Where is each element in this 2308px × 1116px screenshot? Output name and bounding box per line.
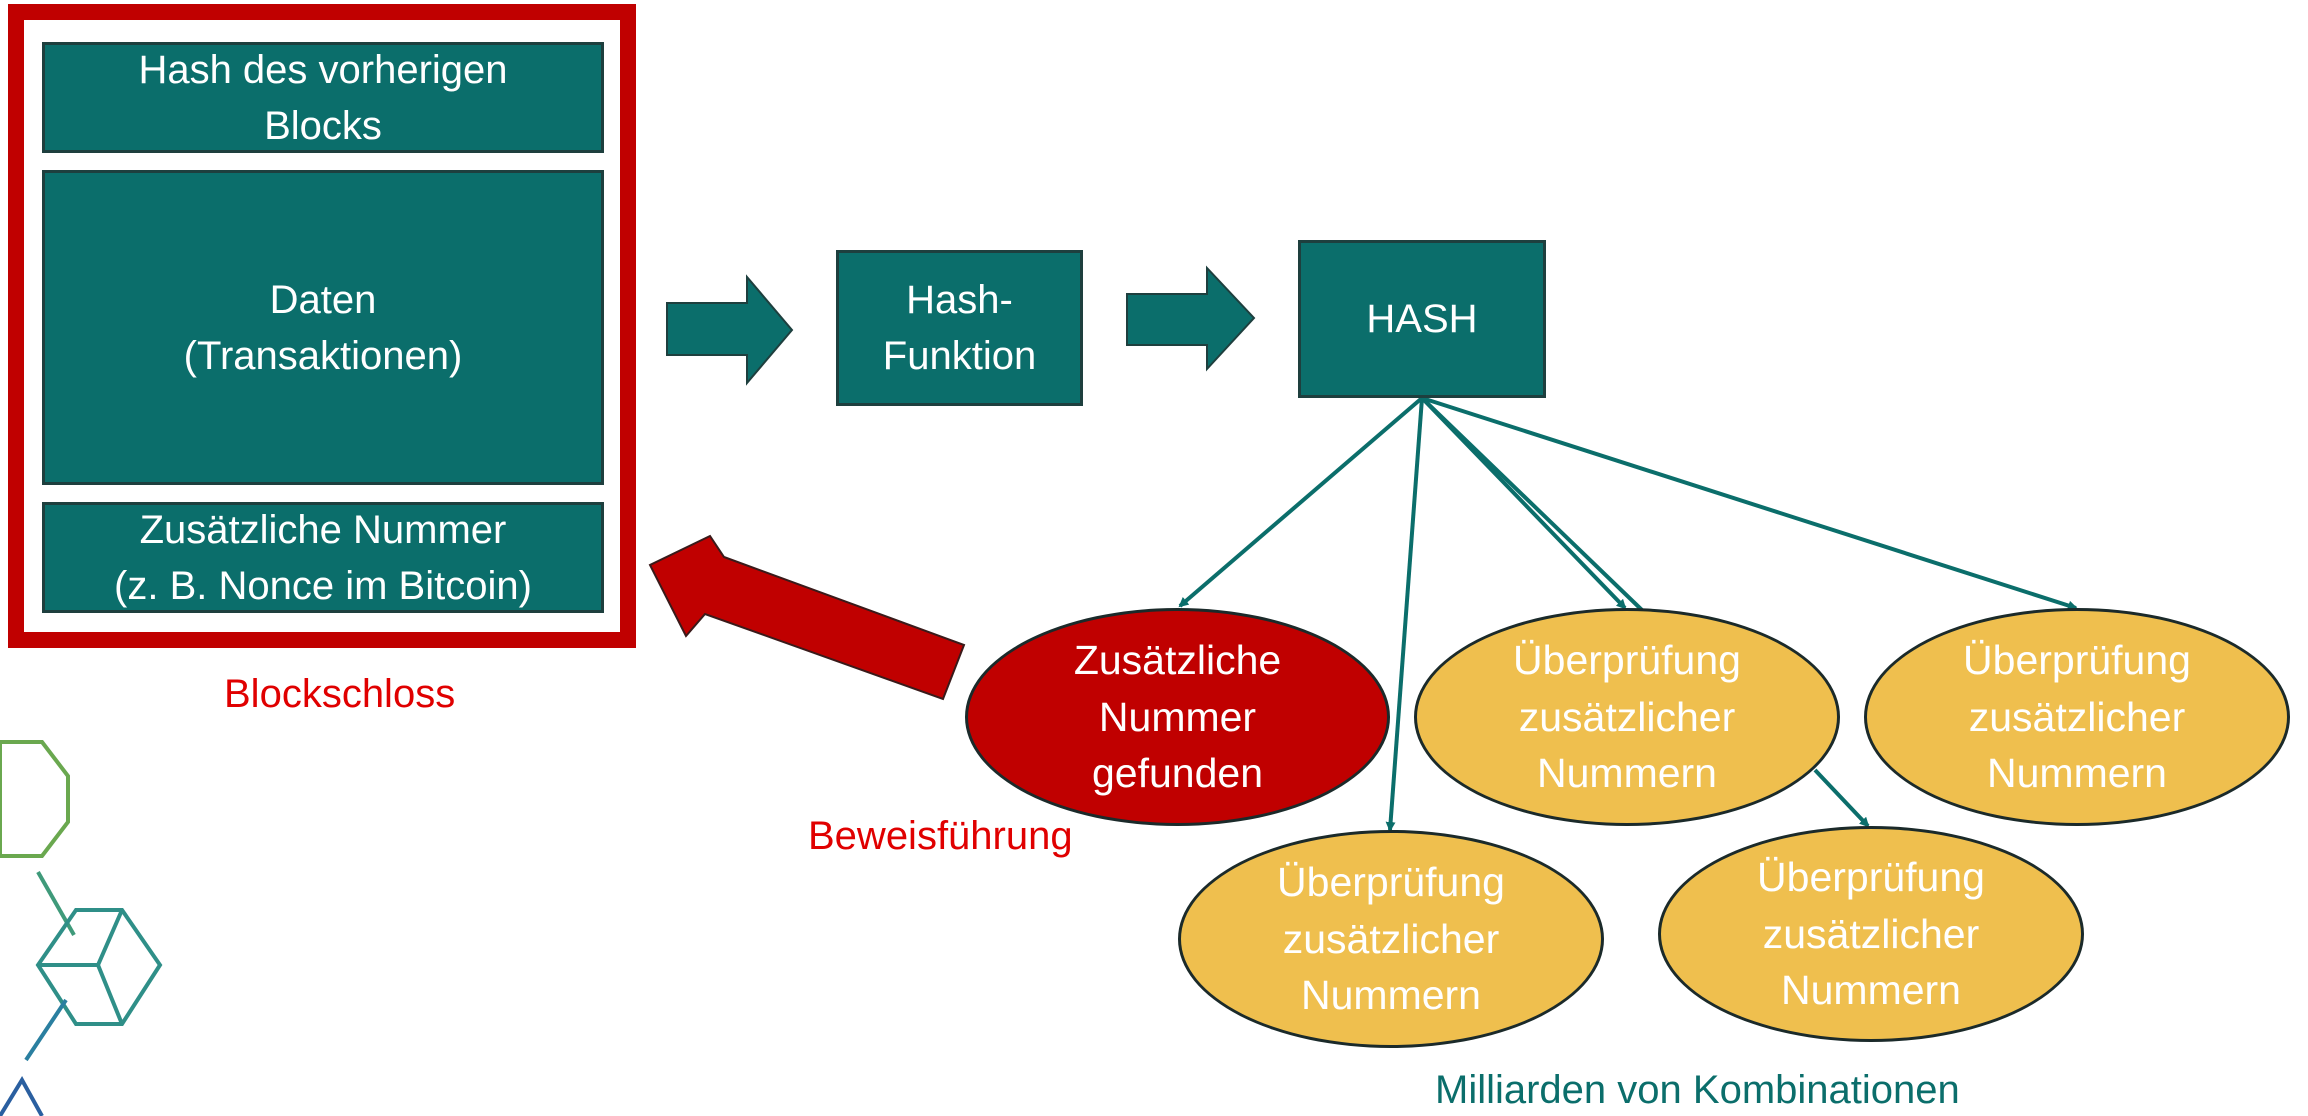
check-ellipse-1: Überprüfung zusätzlicher Nummern [1414,608,1840,826]
arrow-block-to-hashfunction [666,274,794,386]
hash-to-found-line [1178,396,1424,608]
hash-to-check4-line [1385,397,1424,832]
nonce-box: Zusätzliche Nummer (z. B. Nonce im Bitco… [42,502,604,613]
check-label-4: Überprüfung zusätzlicher Nummern [1277,859,1505,1019]
check-label-1: Überprüfung zusätzlicher Nummern [1513,637,1741,797]
hexagon-decoration-icon [0,740,163,1116]
hash-box: HASH [1298,240,1546,398]
check-ellipse-3: Überprüfung zusätzlicher Nummern [1658,826,2084,1042]
proof-caption: Beweisführung [808,814,1073,858]
proof-arrow [648,534,966,701]
check-label-3: Überprüfung zusätzlicher Nummern [1757,854,1985,1014]
data-box: Daten (Transaktionen) [42,170,604,485]
check1-to-check3-line [1813,768,1870,828]
check-label-2: Überprüfung zusätzlicher Nummern [1963,637,2191,797]
data-label: Daten (Transaktionen) [183,277,463,378]
prev-hash-label: Hash des vorherigen Blocks [138,47,508,148]
block-caption: Blockschloss [224,672,456,716]
found-nonce-label: Zusätzliche Nummer gefunden [1073,637,1282,797]
prev-hash-box: Hash des vorherigen Blocks [42,42,604,153]
check-ellipse-2: Überprüfung zusätzlicher Nummern [1864,608,2290,826]
hash-label: HASH [1366,297,1478,341]
hash-to-check2-line [1421,396,2078,611]
hash-function-label: Hash- Funktion [882,278,1037,378]
hash-function-box: Hash- Funktion [836,250,1083,406]
check-ellipse-4: Überprüfung zusätzlicher Nummern [1178,830,1604,1048]
nonce-label: Zusätzliche Nummer (z. B. Nonce im Bitco… [114,507,532,608]
found-nonce-ellipse: Zusätzliche Nummer gefunden [965,608,1390,826]
arrow-hashfunction-to-hash [1126,265,1256,372]
combinations-caption: Milliarden von Kombinationen [1435,1068,1960,1112]
hash-to-check1-line-b [1420,396,1646,614]
